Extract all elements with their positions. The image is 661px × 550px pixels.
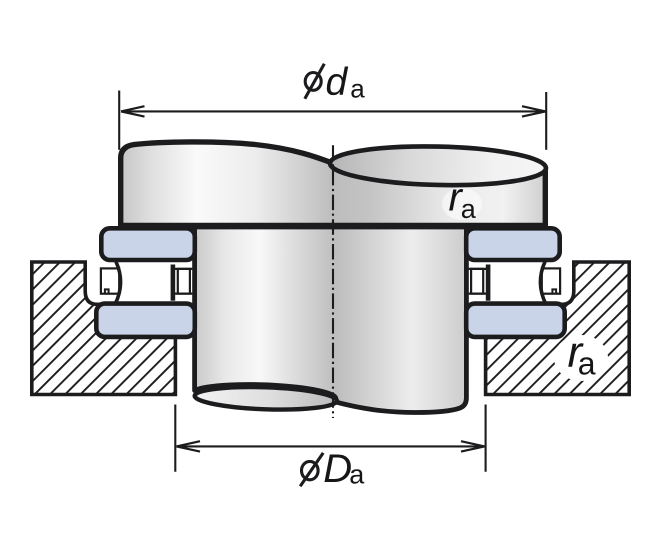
svg-text:a: a [461,194,477,224]
svg-text:d: d [326,61,349,104]
svg-text:a: a [578,346,596,382]
svg-text:r: r [568,328,585,377]
svg-text:a: a [349,460,365,490]
svg-text:r: r [449,176,464,220]
svg-text:D: D [323,447,352,491]
svg-text:a: a [350,73,365,103]
